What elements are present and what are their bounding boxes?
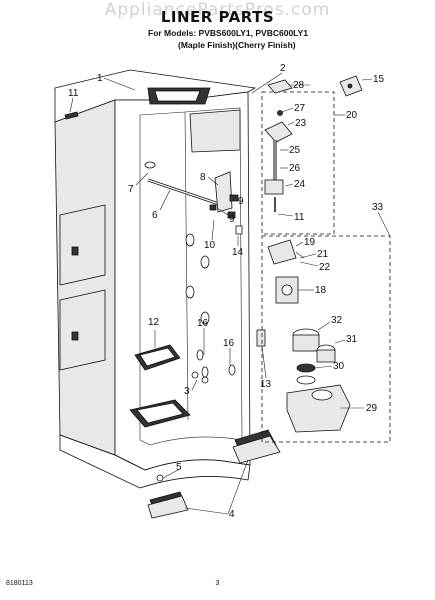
callout-24: 24 — [294, 179, 306, 190]
liner-cabinet — [54, 69, 281, 519]
group-33-assembly — [261, 235, 391, 443]
callout-20: 20 — [346, 110, 358, 121]
callout-30: 30 — [333, 361, 345, 372]
callout-21: 21 — [317, 249, 329, 260]
callout-12: 12 — [148, 317, 160, 328]
callout-11-right: 11 — [294, 212, 305, 223]
callout-32: 32 — [331, 315, 343, 326]
callout-4: 4 — [229, 509, 235, 520]
callout-9-upper: 9 — [238, 196, 244, 207]
callout-22: 22 — [319, 262, 331, 273]
callout-1: 1 — [97, 73, 103, 84]
callout-25: 25 — [289, 145, 301, 156]
doc-number: 8180113 — [6, 580, 33, 587]
callout-23: 23 — [295, 118, 307, 129]
callout-11-left: 11 — [68, 88, 79, 99]
callout-6: 6 — [152, 210, 158, 221]
callout-27: 27 — [294, 103, 306, 114]
callout-9-lower: 9 — [229, 214, 235, 225]
callout-2: 2 — [280, 63, 286, 74]
leader-lines — [69, 72, 391, 515]
callout-16-right: 16 — [223, 338, 235, 349]
page-number: 3 — [215, 580, 220, 587]
group-20-assembly — [261, 75, 363, 235]
callouts: 1 2 11 7 6 8 9 9 10 14 12 16 16 3 13 5 4… — [68, 63, 385, 520]
finish-line: (Maple Finish)(Cherry Finish) — [178, 40, 296, 50]
callout-15: 15 — [373, 74, 385, 85]
callout-28: 28 — [293, 80, 305, 91]
callout-8: 8 — [200, 172, 206, 183]
watermark: AppliancePartsPros.com — [104, 0, 331, 20]
callout-31: 31 — [346, 334, 358, 345]
models-line: For Models: PVBS600LY1, PVBC600LY1 — [148, 28, 308, 38]
callout-3: 3 — [184, 386, 190, 397]
callout-14: 14 — [232, 247, 244, 258]
callout-7: 7 — [128, 184, 134, 195]
callout-13: 13 — [260, 379, 272, 390]
callout-10: 10 — [204, 240, 216, 251]
callout-19: 19 — [304, 237, 316, 248]
callout-29: 29 — [366, 403, 378, 414]
callout-26: 26 — [289, 163, 301, 174]
page-title: LINER PARTS — [160, 8, 275, 26]
callout-18: 18 — [315, 285, 327, 296]
callout-16-left: 16 — [197, 318, 209, 329]
callout-33: 33 — [372, 202, 384, 213]
callout-5: 5 — [176, 462, 182, 473]
